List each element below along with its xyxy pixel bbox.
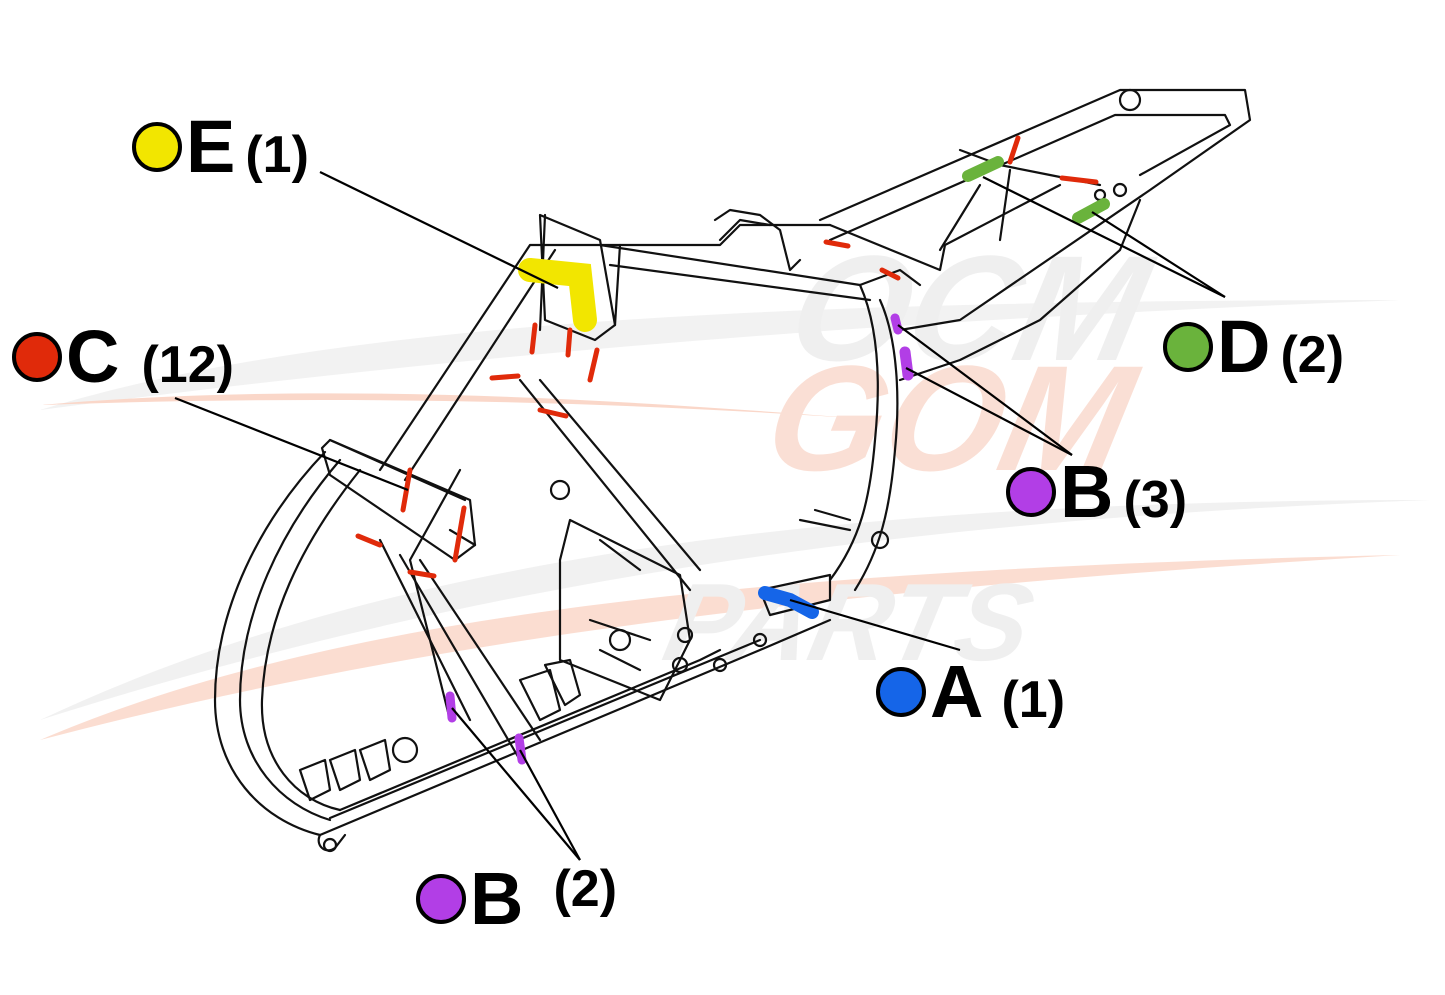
callout-c-count: (12) (141, 336, 234, 394)
callout-b2-count: (2) (553, 860, 618, 918)
leader-line-b3 (905, 367, 1073, 456)
watermark-line1: OCM (777, 226, 1166, 393)
weld-mark-e (518, 258, 597, 332)
weld-mark-c (489, 373, 521, 381)
weld-mark-c (587, 347, 600, 383)
callout-c: C (12) (12, 320, 234, 394)
weld-mark-c (537, 407, 569, 419)
callout-e-letter: E (186, 105, 236, 188)
weld-mark-d (962, 156, 1004, 182)
callout-d: D (2) (1163, 310, 1344, 384)
callout-d-dot (1163, 322, 1213, 372)
weld-mark-d (1072, 198, 1110, 224)
weld-mark-b (890, 313, 903, 335)
weld-mark-c (452, 505, 467, 563)
callout-b2-letter: B (470, 857, 524, 940)
weld-mark-c (565, 327, 573, 358)
weld-mark-b (899, 346, 914, 381)
leader-line-b2 (451, 707, 581, 861)
watermark-line3: PARTS (655, 560, 1044, 684)
weld-mark-c (879, 267, 901, 281)
leader-line-e (319, 171, 559, 289)
weld-marks (355, 135, 1110, 765)
weld-mark-c (823, 239, 851, 249)
callout-a-letter: A (930, 650, 984, 733)
callout-e-count: (1) (245, 126, 309, 184)
callout-a-dot (876, 667, 926, 717)
callout-b3-letter: B (1060, 450, 1114, 533)
callout-a: A (1) (876, 655, 1065, 729)
weld-mark-c (1059, 175, 1099, 185)
callout-b3-dot (1006, 467, 1056, 517)
callout-b2: B (2) (416, 862, 617, 936)
leader-line-b2 (519, 749, 581, 861)
leader-lines (174, 171, 1226, 861)
callout-b2-dot (416, 874, 466, 924)
callout-c-dot (12, 332, 62, 382)
leader-line-d (982, 176, 1226, 298)
motorcycle-frame-icon (213, 88, 1252, 853)
weld-mark-c (1007, 135, 1021, 165)
callout-c-letter: C (66, 315, 120, 398)
leader-line-a (789, 598, 961, 652)
weld-mark-c (407, 569, 437, 579)
callout-a-count: (1) (1001, 671, 1066, 729)
callout-d-count: (2) (1280, 326, 1345, 384)
callout-b3: B (3) (1006, 455, 1187, 529)
leader-line-c (174, 396, 409, 492)
weld-mark-c (355, 533, 383, 548)
callout-e-dot (132, 122, 182, 172)
leader-line-d (1091, 211, 1226, 298)
leader-line-b3 (897, 324, 1073, 456)
weld-mark-c (529, 322, 538, 355)
weld-mark-b (514, 733, 527, 765)
callout-e: E (1) (132, 110, 309, 184)
weld-mark-b (445, 691, 457, 723)
watermark: OCM GOM PARTS (40, 226, 1430, 740)
callout-b3-count: (3) (1123, 471, 1188, 529)
callout-d-letter: D (1217, 305, 1271, 388)
